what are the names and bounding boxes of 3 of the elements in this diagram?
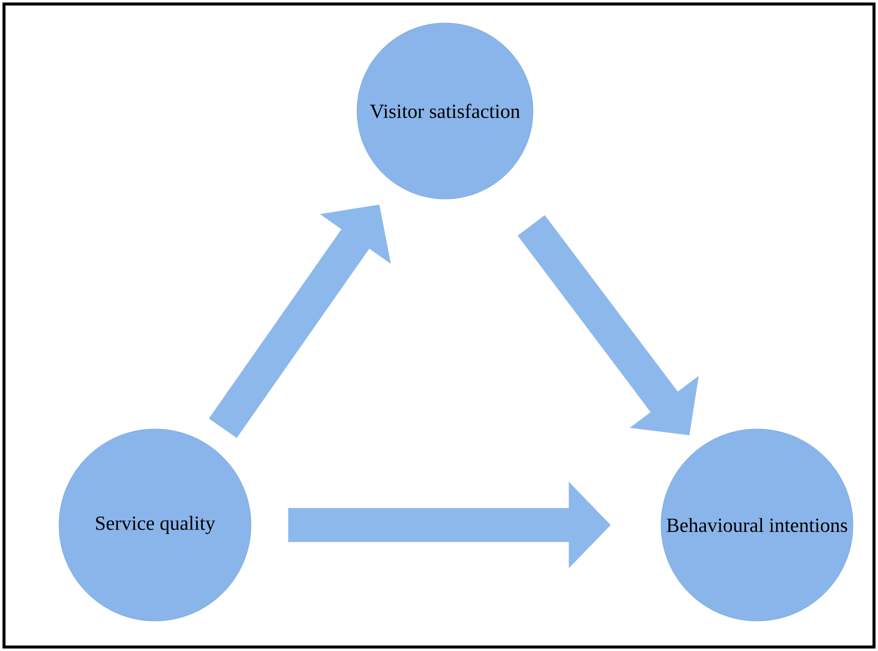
circle-node: Behavioural intentions	[660, 428, 854, 622]
circle-node: Service quality	[58, 428, 252, 622]
circle-node: Visitor satisfaction	[356, 22, 534, 200]
